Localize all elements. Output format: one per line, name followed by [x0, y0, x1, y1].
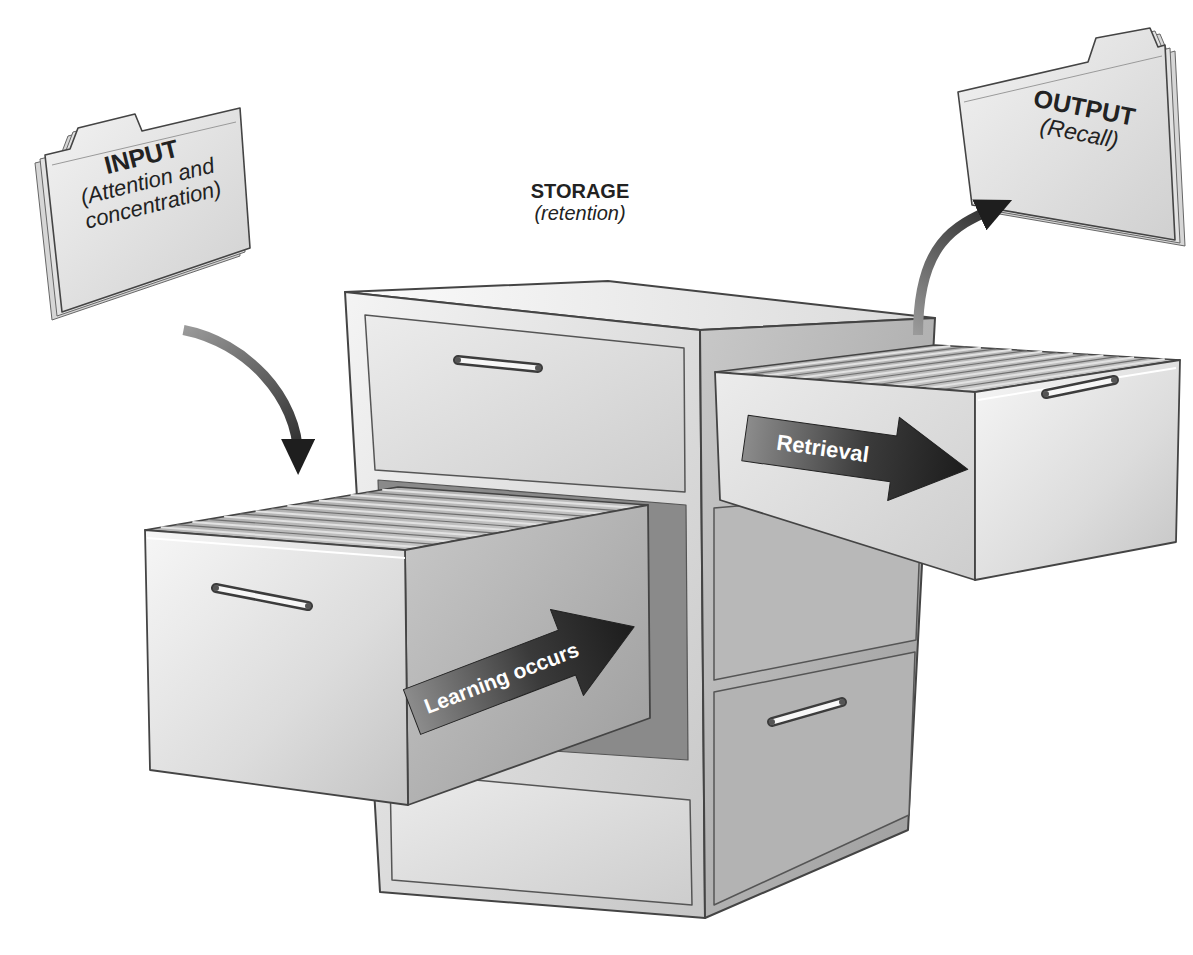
flow-arrow	[184, 330, 299, 457]
drawer-handle	[1043, 377, 1117, 397]
folder-front	[45, 108, 250, 312]
folder-front	[958, 28, 1175, 240]
drawer-side	[715, 372, 975, 580]
cabinet-heading: STORAGE	[450, 181, 710, 203]
drawer-front	[975, 360, 1180, 580]
drawer-rim	[147, 538, 405, 558]
flow-arrow	[918, 207, 996, 335]
open-drawer-outline	[710, 335, 1185, 585]
cabinet-subtext: (retention)	[450, 203, 710, 225]
closed-drawer	[714, 652, 915, 905]
drawer-rim	[978, 368, 1176, 400]
output-folder: OUTPUT(Recall)	[950, 15, 1180, 200]
text-group: STORAGE(retention)	[450, 181, 710, 224]
closed-drawer	[365, 315, 685, 492]
drawer-handle	[769, 699, 845, 725]
big-arrow	[739, 396, 974, 510]
storage-cabinet: STORAGE(retention) Learning occursRetriev…	[140, 170, 1190, 925]
open-drawer: Learning occurs	[140, 475, 650, 805]
drawer-handle	[455, 357, 541, 371]
drawer-handle	[213, 585, 311, 609]
drawer-front	[145, 530, 408, 805]
input-folder: INPUT(Attention and concentration)	[35, 95, 260, 330]
open-drawer: Retrieval	[710, 335, 1185, 585]
big-arrow	[396, 584, 651, 755]
